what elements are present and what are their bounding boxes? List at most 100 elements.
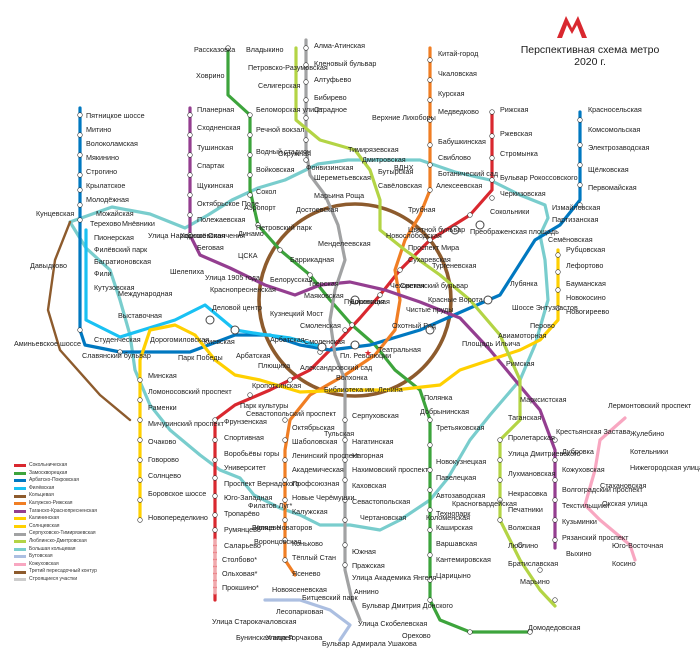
station-label[interactable]: Стромынка — [500, 149, 538, 158]
station-label[interactable]: Нижегородская улица — [630, 463, 700, 472]
station-marker[interactable] — [489, 195, 495, 201]
station-marker[interactable] — [212, 512, 218, 518]
station-label[interactable]: Сокол — [256, 187, 276, 196]
station-label[interactable]: Полежаевская — [197, 215, 246, 224]
station-marker[interactable] — [187, 172, 193, 178]
station-label[interactable]: Маяковская — [304, 291, 344, 300]
station-label[interactable]: Ботанический сад — [438, 169, 499, 178]
station-label[interactable]: Фонвизинская — [306, 163, 353, 172]
station-marker[interactable] — [427, 237, 433, 243]
station-label[interactable]: Славянский бульвар — [82, 351, 151, 360]
station-label[interactable]: Павелецкая — [436, 473, 476, 482]
station-label[interactable]: Новослободская — [386, 231, 442, 240]
station-label[interactable]: Петровский парк — [256, 223, 313, 232]
station-label[interactable]: Проспект Мира — [408, 243, 459, 252]
station-label[interactable]: Улица Скобелевская — [358, 619, 427, 628]
station-label[interactable]: Киевская — [204, 337, 235, 346]
station-marker[interactable] — [427, 97, 433, 103]
station-label[interactable]: Аннино — [354, 587, 379, 596]
station-label[interactable]: Сухаревская — [408, 255, 451, 264]
station-marker[interactable] — [555, 287, 561, 293]
station-label[interactable]: Некрасовка — [508, 489, 547, 498]
station-marker[interactable] — [552, 517, 558, 523]
station-marker[interactable] — [377, 292, 383, 298]
station-label[interactable]: Минская — [148, 371, 177, 380]
station-label[interactable]: Улица Академика Янгеля — [352, 573, 437, 582]
station-label[interactable]: Хорошёвская — [180, 231, 225, 240]
station-label[interactable]: Щукинская — [197, 181, 234, 190]
interchange-marker[interactable] — [450, 225, 460, 235]
station-marker[interactable] — [552, 437, 558, 443]
station-label[interactable]: Ольховая* — [222, 569, 258, 578]
station-label[interactable]: Сретенский бульвар — [400, 281, 468, 290]
station-marker[interactable] — [255, 222, 261, 228]
station-marker[interactable] — [489, 133, 495, 139]
station-label[interactable]: Саларьево — [224, 541, 261, 550]
station-marker[interactable] — [212, 437, 218, 443]
station-marker[interactable] — [212, 457, 218, 463]
station-label[interactable]: Царицыно — [436, 571, 471, 580]
station-label[interactable]: Нагатинская — [352, 437, 394, 446]
station-label[interactable]: Кленовый бульвар — [314, 59, 376, 68]
station-label[interactable]: Солнцево — [148, 471, 181, 480]
station-label[interactable]: Чистые пруды — [406, 305, 453, 314]
station-label[interactable]: Аэропорт — [244, 203, 276, 212]
station-label[interactable]: Печатники — [508, 505, 543, 514]
station-marker[interactable] — [497, 517, 503, 523]
station-label[interactable]: Профсоюзная — [292, 479, 339, 488]
station-label[interactable]: Выставочная — [118, 311, 162, 320]
station-label[interactable]: Лухмановская — [508, 469, 556, 478]
station-label[interactable]: Студенческая — [94, 335, 141, 344]
station-marker[interactable] — [555, 269, 561, 275]
station-label[interactable]: Севастопольский проспект — [246, 409, 337, 418]
station-label[interactable]: Столбово* — [222, 555, 257, 564]
station-label[interactable]: Говорово — [148, 455, 179, 464]
station-label[interactable]: Тургеневская — [432, 261, 477, 270]
station-label[interactable]: Ленинский проспект — [292, 451, 360, 460]
station-marker[interactable] — [77, 132, 83, 138]
station-label[interactable]: Нагорная — [352, 451, 384, 460]
station-marker[interactable] — [497, 497, 503, 503]
station-label[interactable]: Перово — [530, 321, 555, 330]
station-label[interactable]: Алексеевская — [436, 181, 482, 190]
station-label[interactable]: Алтуфьево — [314, 75, 351, 84]
station-label[interactable]: Третьяковская — [436, 423, 485, 432]
station-label[interactable]: Добрынинская — [420, 407, 469, 416]
station-label[interactable]: Кантемировская — [436, 555, 491, 564]
station-label[interactable]: Международная — [118, 289, 173, 298]
interchange-marker[interactable] — [230, 325, 240, 335]
station-label[interactable]: Академическая — [292, 465, 344, 474]
station-label[interactable]: Водный стадион — [256, 147, 311, 156]
station-label[interactable]: Александровский сад — [300, 363, 373, 372]
station-marker[interactable] — [342, 477, 348, 483]
station-label[interactable]: Смоленская — [300, 321, 341, 330]
station-marker[interactable] — [282, 417, 288, 423]
station-marker[interactable] — [247, 192, 253, 198]
station-label[interactable]: Каширская — [436, 523, 473, 532]
station-label[interactable]: Войковская — [256, 165, 295, 174]
station-label[interactable]: Таганская — [508, 413, 541, 422]
station-label[interactable]: Черкизовская — [500, 189, 546, 198]
station-marker[interactable] — [577, 202, 583, 208]
station-label[interactable]: Алма-Атинская — [314, 41, 365, 50]
station-label[interactable]: Петровско-Разумовская — [248, 63, 328, 72]
station-label[interactable]: Чертановская — [360, 513, 406, 522]
station-marker[interactable] — [77, 112, 83, 118]
station-label[interactable]: Дорогомиловская — [150, 335, 209, 344]
station-marker[interactable] — [212, 475, 218, 481]
station-label[interactable]: Коньково — [292, 539, 323, 548]
station-label[interactable]: Кузьминки — [562, 517, 597, 526]
station-label[interactable]: Марксистская — [520, 395, 567, 404]
station-label[interactable]: Ржевская — [500, 129, 532, 138]
station-marker[interactable] — [77, 217, 83, 223]
station-marker[interactable] — [342, 542, 348, 548]
station-label[interactable]: Пражская — [352, 561, 385, 570]
station-label[interactable]: Пионерская — [94, 233, 134, 242]
station-label[interactable]: Орехово — [402, 631, 431, 640]
station-label[interactable]: Улица Горчакова — [266, 633, 322, 642]
station-label[interactable]: Филёвский парк — [94, 245, 148, 254]
station-label[interactable]: Кунцевская — [36, 209, 74, 218]
station-marker[interactable] — [277, 247, 283, 253]
station-label[interactable]: Стахановская — [600, 481, 647, 490]
station-label[interactable]: Мякинино — [86, 153, 119, 162]
